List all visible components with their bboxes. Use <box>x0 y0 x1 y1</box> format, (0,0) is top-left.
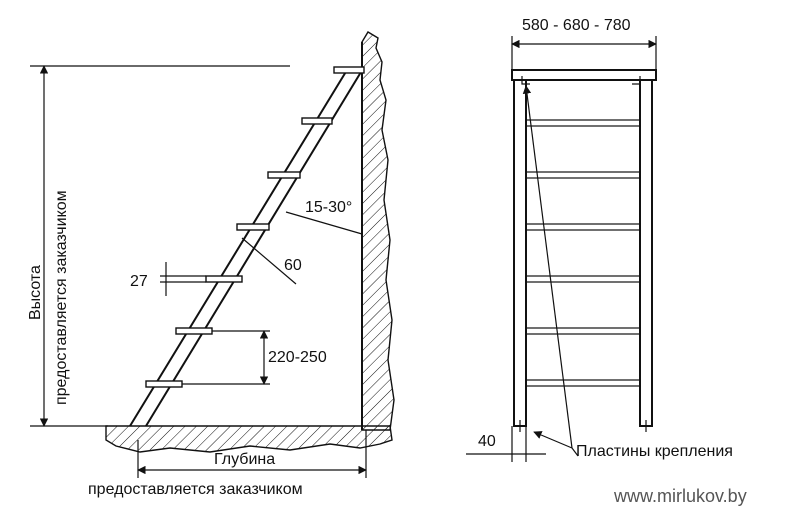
tread <box>205 275 243 283</box>
angle-label: 15-30° <box>305 199 352 216</box>
stringer-back <box>145 71 362 427</box>
rung <box>525 379 641 387</box>
stringer-front <box>129 69 348 427</box>
rungs <box>525 119 641 387</box>
rung <box>525 171 641 179</box>
rung <box>525 327 641 335</box>
width-label: 580 - 680 - 780 <box>522 17 631 34</box>
plate-leader-bottom <box>533 431 573 449</box>
depth-note: предоставляется заказчиком <box>88 481 303 498</box>
tread-height-label: 27 <box>130 273 148 290</box>
side-view: 15-30° 60 27 220-250 Высота предоставляе… <box>27 31 395 498</box>
thickness-dimension-line <box>241 237 297 285</box>
top-plate-right <box>632 76 641 85</box>
tread <box>267 171 301 179</box>
plate-leader-top <box>522 85 573 449</box>
plate-leader-tail <box>571 447 579 457</box>
spacing-label: 220-250 <box>268 349 327 366</box>
treads <box>145 66 365 388</box>
tread <box>301 117 333 125</box>
height-note: предоставляется заказчиком <box>53 190 70 405</box>
rung <box>525 275 641 283</box>
plates-label: Пластины крепления <box>576 443 733 460</box>
tread <box>333 66 365 74</box>
offset-label: 40 <box>478 433 496 450</box>
tread <box>236 223 270 231</box>
angle-arc <box>285 211 363 235</box>
top-rail <box>511 69 657 81</box>
tread <box>145 380 183 388</box>
right-rail <box>639 79 653 427</box>
watermark-url: www.mirlukov.by <box>613 486 747 506</box>
left-rail <box>513 79 527 427</box>
top-plate-left <box>521 76 530 85</box>
tread <box>175 327 213 335</box>
front-view: 580 - 680 - 780 40 Пласт <box>466 17 733 462</box>
rung <box>525 119 641 127</box>
floor-hatched <box>105 425 393 453</box>
wall-hatched <box>361 31 395 431</box>
depth-label: Глубина <box>214 451 275 468</box>
height-label: Высота <box>27 265 44 320</box>
rung <box>525 223 641 231</box>
thickness-label: 60 <box>284 257 302 274</box>
